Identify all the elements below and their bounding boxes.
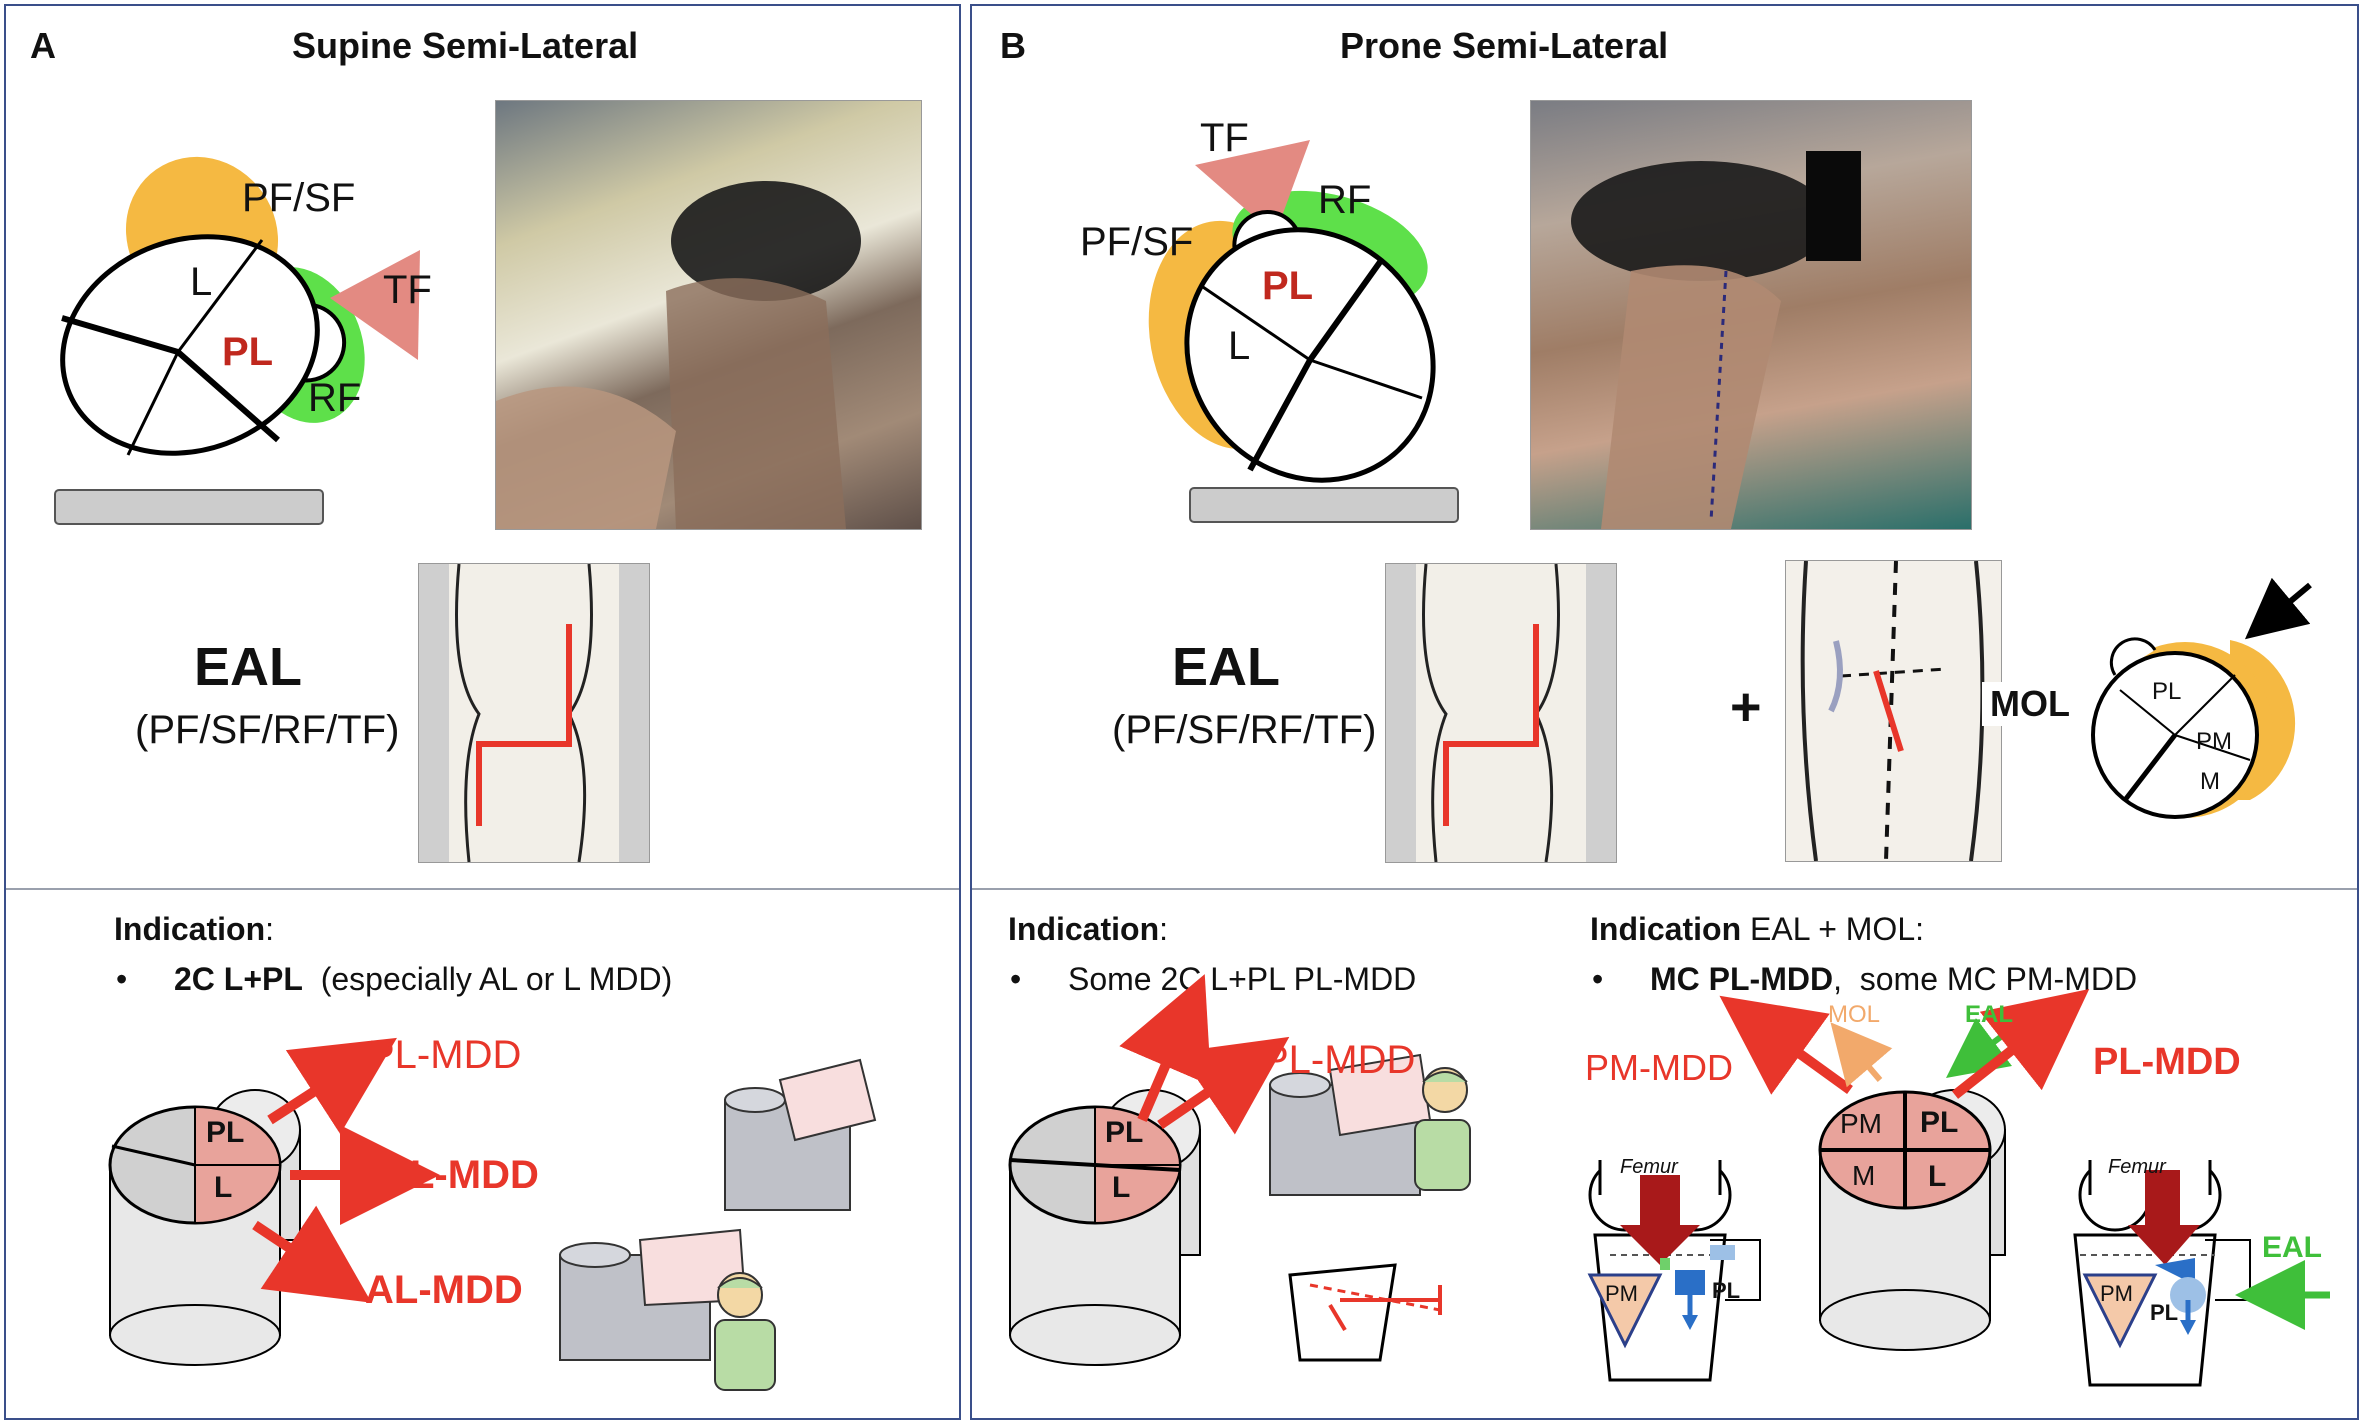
supine-indication-item: 2C L+PL (especially AL or L MDD) bbox=[116, 961, 673, 997]
supine-cylinder-diagram bbox=[108, 1037, 877, 1391]
indication2-rest: EAL + MOL: bbox=[1750, 911, 1924, 947]
panel-a-divider bbox=[6, 888, 959, 890]
prone-indication-heading: Indication: bbox=[1008, 911, 1168, 947]
indication-rest-text: (especially AL or L MDD) bbox=[320, 961, 673, 997]
panel-b-letter: B bbox=[1000, 25, 1026, 66]
prone-approach-eal: EAL bbox=[1172, 637, 1280, 697]
indication-label: Indication bbox=[114, 911, 266, 947]
supine-approach-eal: EAL bbox=[194, 637, 302, 697]
prone-bottom-label-pl: PL bbox=[1105, 1116, 1144, 1149]
joint1-pl-label: PL bbox=[1712, 1278, 1741, 1303]
panel-a-title: Supine Semi-Lateral bbox=[292, 25, 639, 66]
indication2-bold: MC PL-MDD bbox=[1650, 961, 1834, 997]
plus-sign: + bbox=[1730, 677, 1762, 737]
prone-label-pl: PL bbox=[1262, 264, 1314, 308]
panel-a-letter: A bbox=[30, 25, 56, 66]
supine-label-l-mdd: L-MDD bbox=[410, 1153, 539, 1197]
joint1-femur-label: Femur bbox=[1620, 1156, 1678, 1178]
supine-bottom-label-pl: PL bbox=[206, 1116, 245, 1149]
supine-label-tf: TF bbox=[383, 268, 432, 312]
supine-label-pfsf: PF/SF bbox=[242, 176, 356, 220]
prone-label-pfsf: PF/SF bbox=[1080, 220, 1194, 264]
prone-label-l: L bbox=[1228, 324, 1251, 368]
indication-label-b: Indication bbox=[1008, 911, 1160, 947]
supine-label-pl: PL bbox=[222, 330, 274, 374]
indication2-label: Indication bbox=[1590, 911, 1742, 947]
label-eal-arrow: EAL bbox=[1965, 1001, 2013, 1028]
mol-cross-section-diagram bbox=[2091, 577, 2312, 819]
supine-label-al-mdd: AL-MDD bbox=[365, 1268, 523, 1312]
prone-xray-image bbox=[1385, 563, 1617, 863]
label-mol-arrow: MOL bbox=[1828, 1001, 1881, 1028]
joint2-pm-label: PM bbox=[2100, 1281, 2133, 1306]
indication-bold-text: 2C L+PL bbox=[174, 961, 303, 997]
supine-indication-heading: Indication: bbox=[114, 911, 274, 947]
prone-label-rf: RF bbox=[1318, 178, 1372, 222]
cyl-label-pm: PM bbox=[1840, 1108, 1882, 1139]
prone-label-pl-mdd: PL-MDD bbox=[1262, 1038, 1416, 1082]
supine-label-l: L bbox=[190, 260, 213, 304]
supine-approach-sub: (PF/SF/RF/TF) bbox=[135, 708, 400, 752]
joint2-pl-label: PL bbox=[2150, 1300, 2179, 1325]
prone-bottom-label-l: L bbox=[1112, 1171, 1131, 1204]
supine-bottom-label-l: L bbox=[214, 1171, 233, 1204]
prone-cross-section-diagram bbox=[1148, 140, 1459, 523]
supine-xray-image bbox=[418, 563, 650, 863]
supine-cross-section-diagram bbox=[54, 156, 420, 525]
joint2-eal-label: EAL bbox=[2262, 1231, 2322, 1264]
label-pm-mdd: PM-MDD bbox=[1585, 1047, 1733, 1088]
panel-b bbox=[970, 4, 2359, 1420]
joint1-pm-label: PM bbox=[1605, 1281, 1638, 1306]
mol-label-m: M bbox=[2200, 768, 2220, 795]
joint2-femur-label: Femur bbox=[2108, 1156, 2166, 1178]
panel-b-divider bbox=[972, 888, 2357, 890]
cyl-label-m: M bbox=[1852, 1160, 1876, 1191]
cyl-label-pl: PL bbox=[1920, 1106, 1959, 1139]
prone-approach-sub: (PF/SF/RF/TF) bbox=[1112, 708, 1377, 752]
cyl-label-l: L bbox=[1928, 1160, 1947, 1193]
supine-label-pl-mdd: PL-MDD bbox=[368, 1033, 522, 1077]
panel-a bbox=[4, 4, 961, 1420]
prone-leg-photo bbox=[1530, 100, 1972, 530]
supine-leg-photo bbox=[495, 100, 922, 530]
prone-label-tf: TF bbox=[1200, 116, 1249, 160]
label-pl-mdd-bold: PL-MDD bbox=[2093, 1041, 2241, 1083]
mol-xray-image bbox=[1785, 560, 2002, 862]
supine-label-rf: RF bbox=[308, 376, 362, 420]
mol-label-pm: PM bbox=[2196, 728, 2232, 755]
mol-label-pl: PL bbox=[2152, 678, 2182, 705]
panel-b-title: Prone Semi-Lateral bbox=[1340, 25, 1669, 66]
mol-label: MOL bbox=[1982, 682, 2078, 726]
mol-indication-heading: Indication EAL + MOL: bbox=[1590, 913, 1924, 945]
